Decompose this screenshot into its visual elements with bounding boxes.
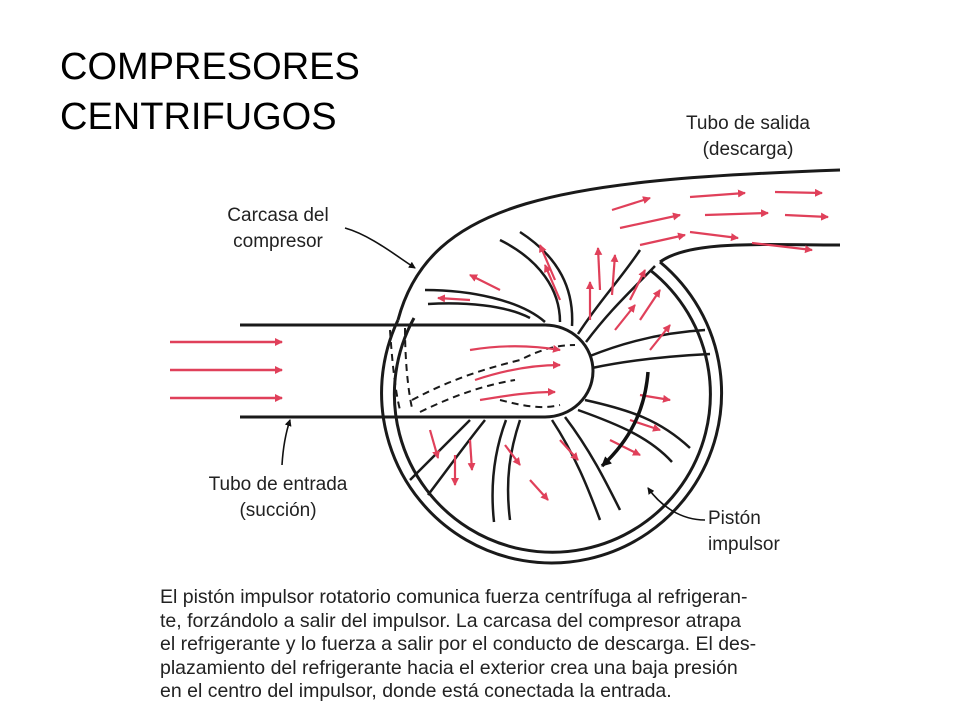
casing-label-line-1: Carcasa del [227,205,328,226]
inlet-pipe [240,323,545,419]
slide-title: COMPRESORES CENTRIFUGOS [60,42,360,142]
dashed-inlet-outline [389,327,576,413]
rotation-arrow [600,371,650,468]
casing-label-line-2: compresor [233,231,323,252]
outlet-flow-arrows [611,188,829,254]
impeller-label-line-1: Pistón [708,508,761,529]
impeller-hub [544,323,595,419]
leader-lines [281,227,706,521]
compressor-casing [380,260,724,565]
caption-line-1: El pistón impulsor rotatorio comunica fu… [160,586,748,608]
impeller-vanes [409,230,711,523]
outlet-label-line-2: (descarga) [703,139,794,160]
caption-line-4: plazamiento del refrigerante hacia el ex… [160,656,738,679]
title-line-2: CENTRIFUGOS [60,96,337,138]
caption-line-2: te, forzándolo a salir del impulsor. La … [160,609,741,632]
impeller-label-line-2: impulsor [708,534,780,555]
impeller-flow-arrows [428,244,671,501]
outlet-pipe [396,168,841,321]
caption-line-3: el refrigerante y lo fuerza a salir por … [160,633,757,655]
inlet-label-line-1: Tubo de entrada [209,474,348,495]
title-line-1: COMPRESORES [60,46,360,88]
figure-caption: El pistón impulsor rotatorio comunica fu… [160,586,840,704]
inlet-label-line-2: (succión) [239,500,316,521]
inlet-flow-arrows [170,338,283,402]
caption-line-5: en el centro del impulsor, donde está co… [160,680,672,702]
outlet-label-line-1: Tubo de salida [686,113,810,134]
